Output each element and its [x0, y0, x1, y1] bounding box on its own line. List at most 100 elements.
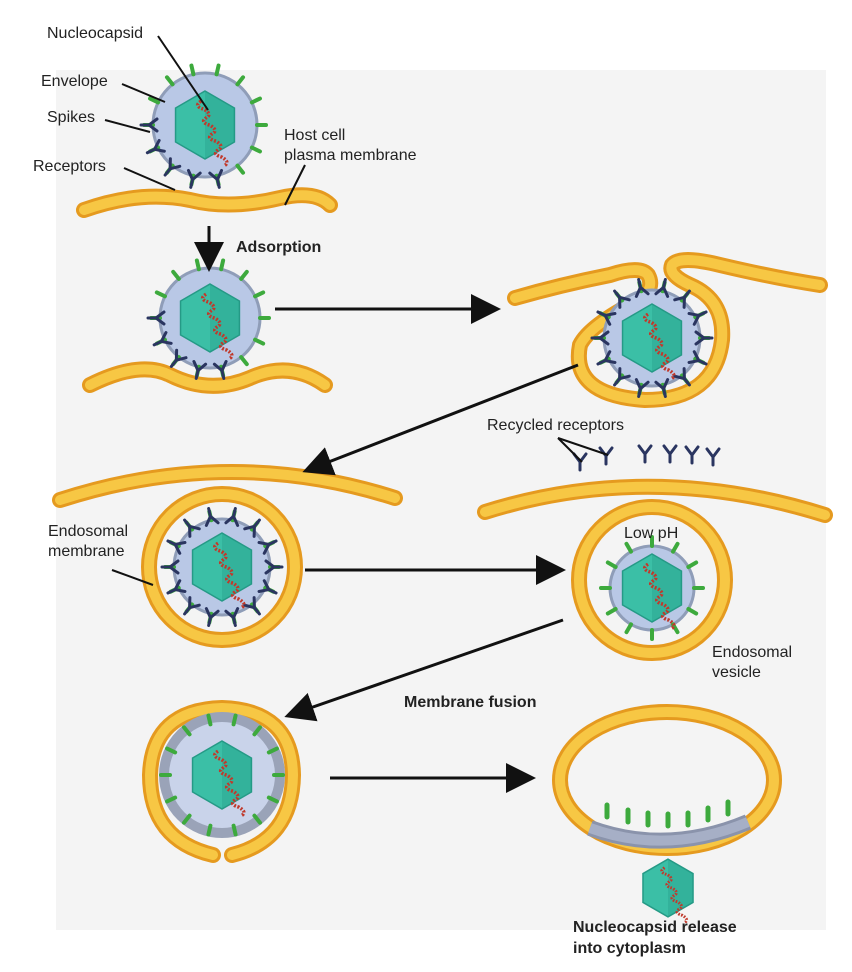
receptor-icon	[673, 367, 691, 387]
label-endosomal-vesicle-2: vesicle	[712, 664, 761, 681]
spike-icon	[266, 795, 279, 804]
step7-release	[552, 704, 782, 924]
spike-icon	[206, 713, 213, 727]
receptor-icon	[166, 539, 187, 555]
step2-adsorption	[82, 258, 333, 394]
spike-icon	[239, 269, 249, 281]
receptor-icon	[160, 559, 180, 575]
label-endosomal: Endosomal	[48, 523, 129, 540]
receptor-icon	[687, 350, 708, 366]
step1-attachment	[76, 63, 338, 218]
label-membrane-fusion: Membrane fusion	[404, 694, 537, 711]
label-spikes: Spikes	[47, 109, 96, 126]
nucleocapsid-icon	[179, 283, 241, 360]
label-nucleocapsid: Nucleocapsid	[47, 25, 144, 42]
genome-icon	[212, 749, 246, 817]
receptor-icon	[186, 168, 202, 189]
spike-icon	[252, 813, 263, 825]
spike-icon	[206, 823, 213, 837]
spike-icon	[171, 269, 181, 281]
spike-icon	[219, 258, 226, 272]
receptor-icon	[257, 579, 278, 595]
recycled-receptor-icon	[705, 447, 721, 467]
receptor-icon	[613, 367, 631, 387]
spike-icon	[181, 725, 192, 737]
virion-2	[146, 258, 271, 380]
receptor-icon	[152, 331, 173, 347]
spike-icon	[235, 75, 246, 87]
genome-icon	[660, 866, 689, 924]
label-receptors: Receptors	[33, 158, 106, 175]
receptor-icon	[243, 596, 261, 616]
label-envelope: Envelope	[41, 73, 108, 90]
nucleocapsid-icon	[621, 553, 683, 630]
receptor-icon	[163, 157, 182, 177]
spike-icon	[165, 746, 178, 755]
genome-icon	[642, 312, 676, 380]
nucleocapsid-icon	[174, 90, 236, 167]
spike-icon	[148, 96, 161, 105]
label-release-1: Nucleocapsid release	[573, 919, 737, 936]
recycled-receptor-icon	[684, 445, 700, 465]
genome-icon	[200, 292, 234, 360]
receptor-icon	[264, 559, 284, 575]
nucleocapsid-icon	[621, 303, 683, 380]
receptor-icon	[654, 278, 670, 298]
label-host-cell: Host cell	[284, 127, 346, 144]
receptor-icon	[654, 378, 670, 398]
virion-1	[139, 63, 268, 189]
receptor-icon	[613, 289, 631, 309]
spike-icon	[154, 290, 167, 299]
receptor-icon	[183, 596, 201, 616]
nucleocapsid-icon	[191, 740, 253, 817]
spike-icon	[624, 541, 633, 554]
label-adsorption: Adsorption	[236, 239, 322, 256]
receptor-icon	[224, 607, 240, 627]
receptor-icon	[169, 348, 188, 368]
spike-icon	[671, 541, 680, 554]
receptor-icon	[687, 310, 708, 326]
receptor-icon	[166, 579, 187, 595]
genome-icon	[195, 99, 229, 167]
spike-icon	[252, 725, 263, 737]
label-plasma-membrane: plasma membrane	[284, 147, 417, 164]
receptor-icon	[634, 378, 650, 398]
label-low-ph: Low pH	[624, 525, 679, 542]
spikes-group	[159, 713, 285, 837]
label-release-2: into cytoplasm	[573, 940, 686, 957]
spike-icon	[181, 813, 192, 825]
spike-icon	[605, 607, 618, 616]
spike-icon	[249, 96, 262, 105]
genome-icon	[642, 562, 676, 630]
receptor-icon	[596, 350, 617, 366]
receptor-icon	[183, 518, 201, 538]
nucleocapsid-icon	[191, 532, 253, 609]
step3-endocytosis	[507, 252, 828, 409]
receptor-icon	[204, 507, 220, 527]
spike-icon	[253, 290, 266, 299]
spike-icon	[214, 63, 221, 77]
spike-icon	[231, 823, 238, 837]
virion-6	[159, 713, 285, 837]
receptor-icon	[208, 168, 224, 189]
step4-endosome	[52, 464, 403, 648]
spike-icon	[253, 337, 266, 346]
receptor-icon	[212, 360, 228, 380]
released-nucleocapsid	[642, 858, 694, 924]
receptor-icon	[673, 289, 691, 309]
virion-3	[590, 278, 714, 398]
spike-icon	[249, 145, 262, 154]
receptor-icon	[146, 310, 166, 326]
spike-icon	[189, 63, 196, 77]
genome-icon	[212, 541, 246, 609]
spike-icon	[624, 622, 633, 635]
spike-icon	[231, 713, 238, 727]
receptor-icon	[139, 117, 159, 133]
recycled-receptor-icon	[662, 444, 678, 464]
virion-5	[599, 535, 705, 641]
label-membrane: membrane	[48, 543, 125, 560]
spike-icon	[164, 75, 175, 87]
spikes-group	[139, 63, 268, 189]
arrow-diag-1	[302, 363, 579, 476]
